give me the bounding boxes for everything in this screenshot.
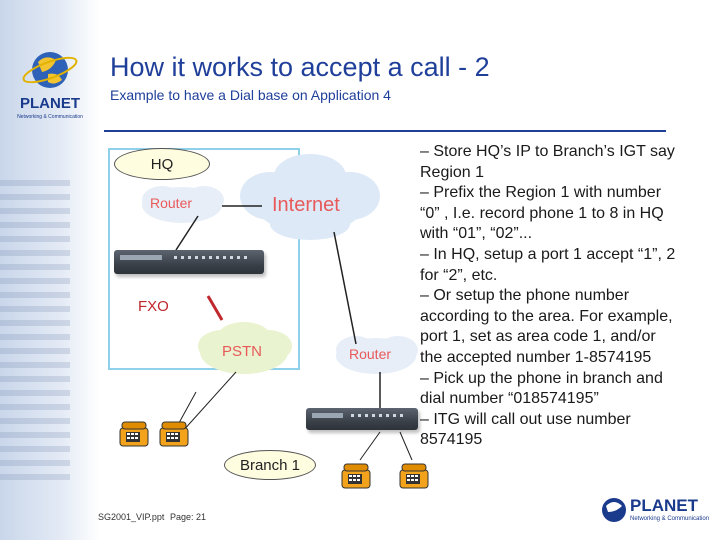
slide-title: How it works to accept a call - 2 <box>110 52 490 82</box>
footer-page-number: Page: 21 <box>170 512 207 522</box>
phone-icon <box>119 421 149 447</box>
link-router-hq-device <box>175 215 199 251</box>
link-phone-device-2 <box>181 371 237 433</box>
branch-itg-device <box>306 408 418 430</box>
title-divider <box>104 130 666 132</box>
branch-router-cloud-icon <box>336 336 418 374</box>
bullet-item: – Store HQ’s IP to Branch’s IGT say Regi… <box>420 143 675 181</box>
link-fxo-pstn <box>206 295 224 321</box>
internet-cloud-icon <box>240 154 380 240</box>
branch-router-label: Router <box>349 346 392 362</box>
logo-brand: PLANET <box>630 496 698 515</box>
planet-globe-logo: PLANET Networking & Communication <box>17 52 83 120</box>
bullet-item: – ITG will call out use number 8574195 <box>420 410 631 449</box>
hq-router-cloud-icon <box>142 186 224 223</box>
phone-icon <box>341 463 371 489</box>
sidebar-decoration: PLANET Networking & Communication <box>0 0 100 540</box>
slide-subtitle: Example to have a Dial base on Applicati… <box>110 87 391 103</box>
bullet-item: – Pick up the phone in branch and dial n… <box>420 369 663 408</box>
bullet-list: – Store HQ’s IP to Branch’s IGT say Regi… <box>420 142 680 451</box>
planet-logo: PLANET Networking & Communication <box>600 496 709 526</box>
bullet-item: – Or setup the phone number according to… <box>420 287 673 366</box>
link-internet-branch-router <box>333 231 357 345</box>
pstn-cloud-icon <box>198 322 292 374</box>
link-branch-device-phone-2 <box>399 431 413 461</box>
hq-label: HQ <box>114 148 210 180</box>
bullet-item: – In HQ, setup a port 1 accept “1”, 2 fo… <box>420 245 676 284</box>
hq-itg-device <box>114 250 264 274</box>
sidebar-stripes <box>0 180 70 480</box>
branch-label: Branch 1 <box>224 450 316 480</box>
phone-icon <box>399 463 429 489</box>
bullet-item: – Prefix the Region 1 with number “0” , … <box>420 184 664 243</box>
phone-icon <box>159 421 189 447</box>
link-branch-device-phone-1 <box>359 431 381 461</box>
fxo-label: FXO <box>138 298 169 315</box>
hq-router-label: Router <box>150 195 193 211</box>
svg-text:PLANET: PLANET <box>20 95 80 112</box>
pstn-label: PSTN <box>222 343 263 360</box>
svg-text:Networking & Communication: Networking & Communication <box>17 114 83 120</box>
internet-label: Internet <box>272 194 340 216</box>
footer-filename: SG2001_VIP.ppt <box>98 512 165 522</box>
hq-site-box <box>108 148 300 370</box>
planet-globe-icon <box>602 498 626 522</box>
logo-tagline: Networking & Communication <box>630 516 710 522</box>
